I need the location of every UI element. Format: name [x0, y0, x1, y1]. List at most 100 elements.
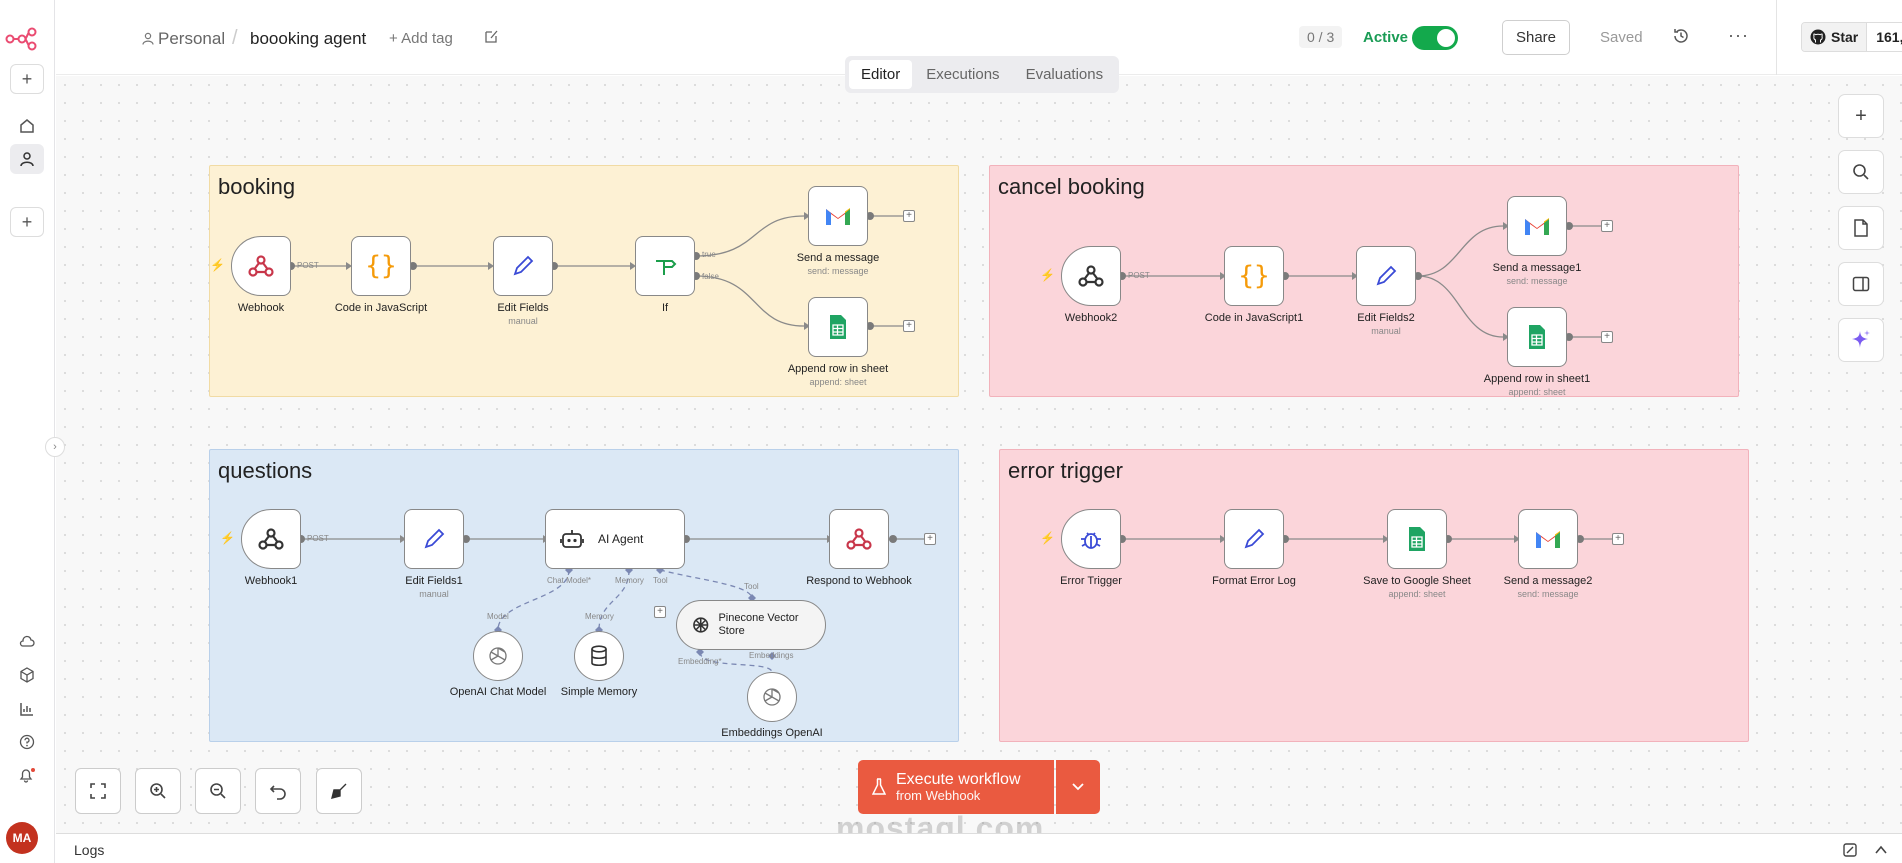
- node-label: Format Error Log: [1212, 575, 1296, 587]
- tab-evaluations[interactable]: Evaluations: [1025, 66, 1104, 83]
- node-edit-fields2[interactable]: [1356, 246, 1416, 306]
- personal-button[interactable]: [10, 144, 44, 174]
- add-node-button[interactable]: +: [1601, 331, 1613, 343]
- github-area: Star 161,144: [1776, 0, 1902, 75]
- node-label: Append row in sheet: [787, 363, 889, 375]
- add-tool-button[interactable]: +: [654, 606, 666, 618]
- templates-button[interactable]: [10, 660, 44, 690]
- node-send-a-message[interactable]: [808, 186, 868, 246]
- tab-executions[interactable]: Executions: [926, 66, 1000, 83]
- code-braces-icon: {}: [1238, 261, 1270, 291]
- node-save-to-google-sheet[interactable]: [1387, 509, 1447, 569]
- toggle-panel-button[interactable]: [1838, 262, 1884, 306]
- workflow-name[interactable]: boooking agent: [250, 29, 367, 48]
- github-star-button[interactable]: Star 161,144: [1801, 22, 1902, 52]
- more-options-icon[interactable]: ···: [1728, 25, 1749, 45]
- zoom-in-button[interactable]: [135, 768, 181, 814]
- edge-label-memory: Memory: [615, 576, 644, 585]
- node-code-in-javascript[interactable]: {}: [351, 236, 411, 296]
- add-tag-button[interactable]: + Add tag: [389, 30, 453, 47]
- node-webhook2[interactable]: [1061, 246, 1121, 306]
- fullscreen-icon: [90, 783, 106, 799]
- edge-label-embeddings: Embeddings: [749, 651, 794, 660]
- google-sheets-icon: [830, 315, 846, 339]
- add-button[interactable]: +: [10, 64, 44, 94]
- search-nodes-button[interactable]: [1838, 150, 1884, 194]
- add-node-button[interactable]: +: [1601, 220, 1613, 232]
- node-respond-to-webhook[interactable]: [829, 509, 889, 569]
- node-append-row-in-sheet1[interactable]: [1507, 307, 1567, 367]
- node-edit-fields[interactable]: [493, 236, 553, 296]
- github-star: Star: [1802, 23, 1868, 51]
- history-icon[interactable]: [1672, 27, 1690, 45]
- n8n-logo-icon[interactable]: [4, 22, 44, 52]
- code-braces-icon: {}: [365, 251, 397, 281]
- node-append-row-in-sheet[interactable]: [808, 297, 868, 357]
- add-node-button[interactable]: +: [903, 320, 915, 332]
- active-toggle[interactable]: [1412, 26, 1458, 50]
- node-pinecone-vector-store[interactable]: Pinecone Vector Store: [676, 600, 826, 650]
- pop-out-icon[interactable]: [1843, 843, 1857, 857]
- node-format-error-log[interactable]: [1224, 509, 1284, 569]
- sticky-note-icon: [1854, 219, 1868, 237]
- node-simple-memory[interactable]: [574, 631, 624, 681]
- node-webhook1[interactable]: [241, 509, 301, 569]
- home-button[interactable]: [10, 111, 44, 141]
- node-edit-fields1[interactable]: [404, 509, 464, 569]
- node-label: Edit Fields2: [1357, 312, 1415, 324]
- node-ai-agent[interactable]: AI Agent: [545, 509, 685, 569]
- undo-button[interactable]: [255, 768, 301, 814]
- logs-bar[interactable]: Logs: [56, 833, 1902, 863]
- add-node-button[interactable]: +: [1612, 533, 1624, 545]
- execute-sublabel: from Webhook: [896, 788, 981, 803]
- node-error-trigger[interactable]: [1061, 509, 1121, 569]
- execute-dropdown-button[interactable]: [1056, 760, 1100, 814]
- node-label: Code in JavaScript1: [1204, 312, 1304, 324]
- add-node-button[interactable]: +: [903, 210, 915, 222]
- edge-label-false: false: [702, 272, 719, 281]
- google-sheets-icon: [1529, 325, 1545, 349]
- ai-assistant-button[interactable]: [1838, 318, 1884, 362]
- fit-view-button[interactable]: [75, 768, 121, 814]
- sidebar-collapse-button[interactable]: ›: [45, 437, 65, 457]
- node-label: Webhook1: [244, 575, 298, 587]
- cloud-button[interactable]: [10, 626, 44, 656]
- webhook-icon: [1078, 265, 1104, 287]
- breadcrumb-project[interactable]: Personal: [158, 29, 226, 48]
- share-button[interactable]: Share: [1502, 20, 1570, 55]
- zoom-out-button[interactable]: [195, 768, 241, 814]
- insights-button[interactable]: [10, 694, 44, 724]
- pencil-icon: [1376, 265, 1397, 286]
- execute-workflow-button[interactable]: Execute workflow from Webhook: [858, 760, 1054, 814]
- help-button[interactable]: [10, 727, 44, 757]
- sticky-error-trigger[interactable]: error trigger: [999, 449, 1749, 742]
- avatar[interactable]: MA: [6, 822, 38, 854]
- add-sticky-button[interactable]: [1838, 206, 1884, 250]
- node-send-a-message1[interactable]: [1507, 196, 1567, 256]
- node-webhook[interactable]: [231, 236, 291, 296]
- webhook-icon: [258, 528, 284, 550]
- node-if[interactable]: [635, 236, 695, 296]
- sticky-title: booking: [218, 174, 296, 199]
- home-icon: [20, 119, 34, 133]
- tidy-up-button[interactable]: [316, 768, 362, 814]
- chevron-up-icon[interactable]: [1874, 843, 1888, 857]
- broom-icon: [331, 783, 347, 799]
- gmail-icon: [1536, 531, 1560, 548]
- node-send-a-message2[interactable]: [1518, 509, 1578, 569]
- node-openai-chat-model[interactable]: [473, 631, 523, 681]
- add-node-button[interactable]: +: [924, 533, 936, 545]
- edge-label-chat-model: Chat Model*: [547, 576, 592, 585]
- tab-editor[interactable]: Editor: [849, 60, 913, 89]
- node-code-in-javascript1[interactable]: {}: [1224, 246, 1284, 306]
- node-label: Webhook2: [1064, 312, 1118, 324]
- view-tabs: Editor Executions Evaluations: [845, 56, 1120, 93]
- add-node-panel-button[interactable]: +: [1838, 94, 1884, 138]
- sticky-questions[interactable]: questions: [209, 449, 959, 742]
- node-embeddings-openai[interactable]: [747, 672, 797, 722]
- edge-label-post: POST: [307, 534, 329, 543]
- edit-description-icon[interactable]: [484, 29, 499, 44]
- notifications-button[interactable]: [10, 760, 44, 790]
- create-project-button[interactable]: +: [10, 207, 44, 237]
- trigger-bolt-icon: ⚡: [210, 258, 225, 272]
